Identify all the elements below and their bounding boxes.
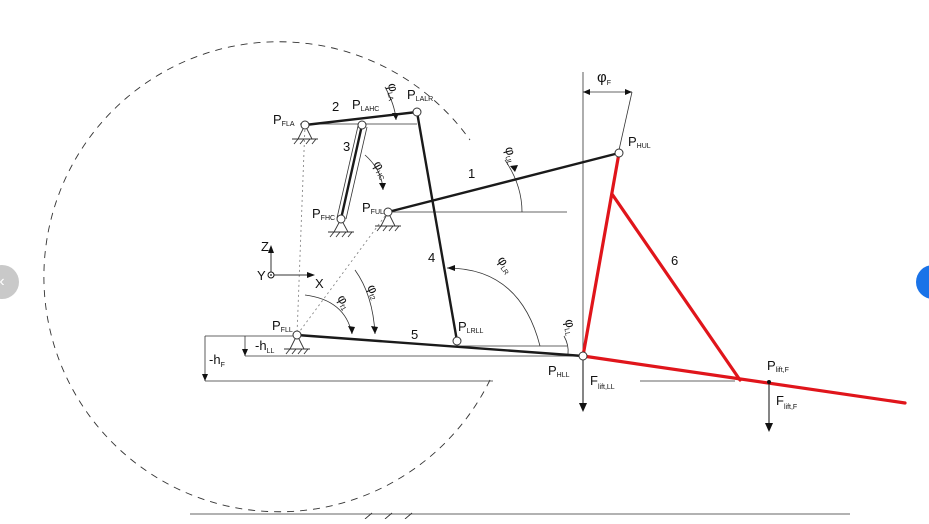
phi-f2-arc <box>354 269 376 335</box>
label-phi-hc: φHC <box>370 158 393 182</box>
link-2 <box>303 110 419 127</box>
joint-fla <box>300 120 310 130</box>
dashed-reach-circle <box>43 41 491 513</box>
label-p-ful: PFUL <box>362 200 384 216</box>
previous-slide-button[interactable]: ‹ <box>0 265 19 299</box>
label-phi-f: φF <box>597 69 611 87</box>
force-lift-ll-arrowhead <box>579 403 587 412</box>
phi-f1-arrowhead <box>348 326 355 334</box>
link-number-2: 2 <box>332 99 339 114</box>
joint-hll <box>578 351 588 361</box>
link-3-rod <box>339 123 364 221</box>
bottom-hatch-3 <box>404 512 413 520</box>
axis-label-z: Z <box>261 239 269 254</box>
phi-f-arrow-left <box>583 89 590 95</box>
joint-lahc <box>357 120 367 130</box>
chevron-left-icon: ‹ <box>0 273 5 291</box>
label-p-hul: PHUL <box>628 134 651 150</box>
label-p-lahc: PLAHC <box>352 97 379 113</box>
label-phi-ul: φUL <box>501 145 521 166</box>
label-p-lalr: PLALR <box>407 87 433 103</box>
next-slide-button[interactable]: › <box>916 265 929 299</box>
coordinate-axes <box>267 245 315 279</box>
link-3-cylinder-left <box>336 125 359 219</box>
phi-ul-arrowhead <box>510 165 518 172</box>
joint-lrll <box>452 336 462 346</box>
phi-f-arrow-right <box>625 89 632 95</box>
link-5 <box>295 333 585 358</box>
label-p-fll: PFLL <box>272 318 293 334</box>
link-number-6: 6 <box>671 253 678 268</box>
link-number-3: 3 <box>343 139 350 154</box>
frame-link-front <box>581 151 621 358</box>
joint-lift-f <box>767 380 771 384</box>
joint-fhc <box>336 214 346 224</box>
label-phi-ll: φLL <box>561 318 580 337</box>
bottom-hatch-1 <box>364 512 373 520</box>
phi-hc-arrowhead <box>379 183 386 190</box>
label-p-lrll: PLRLL <box>458 319 484 335</box>
dotted-fla-fll <box>296 124 306 336</box>
link-4 <box>415 110 459 343</box>
phi-lr-arrowhead <box>447 265 455 271</box>
label-phi-la: φLA <box>384 82 403 102</box>
joint-hul <box>614 148 624 158</box>
label-p-hll: PHLL <box>548 363 570 379</box>
bottom-hatch-2 <box>384 512 393 520</box>
label-phi-f2: φf2 <box>363 282 384 302</box>
label-phi-lr: φLR <box>494 253 517 276</box>
axis-label-x: X <box>315 276 324 291</box>
joint-ful <box>383 207 393 217</box>
link-1 <box>386 151 621 214</box>
label-p-lift-f: Plift,F <box>767 358 789 374</box>
frame-link-base <box>581 354 907 405</box>
link-number-5: 5 <box>411 327 418 342</box>
phi-lr-arc <box>446 267 541 347</box>
phi-ul-arc <box>504 159 523 213</box>
label-p-fla: PFLA <box>273 112 295 128</box>
frame-link-diagonal <box>610 192 742 382</box>
label-h-ll: -hLL <box>255 338 274 355</box>
joint-fll <box>292 330 302 340</box>
label-f-lift-ll: Flift,LL <box>590 373 615 391</box>
link-number-1: 1 <box>468 166 475 181</box>
force-lift-f-arrowhead <box>765 423 773 432</box>
dotted-ful-fll <box>296 211 389 336</box>
h-f-arrowhead <box>202 374 208 381</box>
link-number-4: 4 <box>428 250 435 265</box>
phi-f2-arrowhead <box>371 326 378 334</box>
phi-ll-arc <box>563 335 569 355</box>
ground-fll <box>284 334 310 355</box>
label-f-lift-f: Flift,F <box>776 393 797 411</box>
link-3-cylinder-right <box>345 126 368 220</box>
joint-lalr <box>412 107 422 117</box>
phi-f-tilt-line <box>618 91 633 151</box>
h-ll-arrowhead <box>242 349 248 356</box>
label-phi-f1: φf1 <box>334 292 355 312</box>
axis-label-y: Y <box>257 268 266 283</box>
label-h-f: -hF <box>209 352 225 369</box>
label-p-fhc: PFHC <box>312 206 335 222</box>
